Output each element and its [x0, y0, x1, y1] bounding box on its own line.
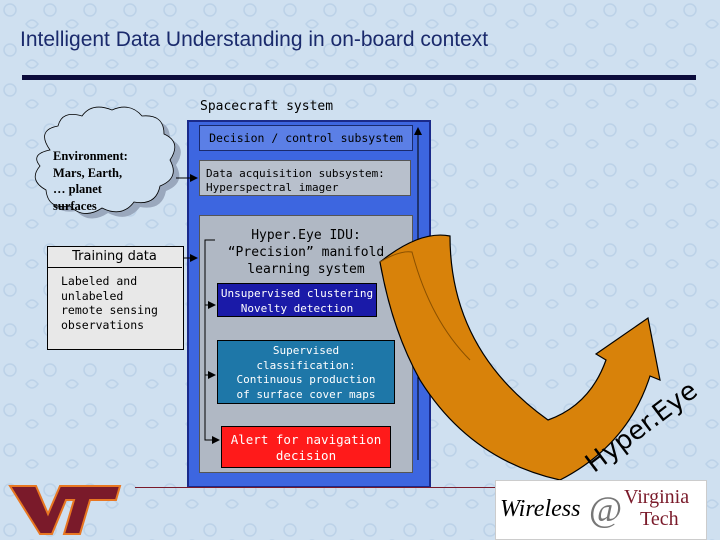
training-data-box [47, 246, 184, 350]
footer-rule [135, 487, 500, 488]
training-data-body: Labeled and unlabeled remote sensing obs… [61, 274, 179, 332]
virginia-word: Virginia [624, 486, 690, 508]
environment-line: … planet [53, 182, 102, 196]
acquisition-line: Data acquisition subsystem: [206, 167, 385, 180]
unsupervised-clustering-box: Unsupervised clustering Novelty detectio… [217, 283, 377, 317]
alert-navigation-box: Alert for navigation decision [221, 426, 391, 468]
spacecraft-system-label: Spacecraft system [200, 99, 334, 114]
alert-line: decision [275, 448, 337, 463]
vt-logo: VT [8, 485, 122, 535]
supervised-classification-box: Supervised classification: Continuous pr… [217, 340, 395, 404]
training-line: Labeled and [61, 274, 138, 288]
environment-line: surfaces [53, 198, 97, 213]
hypereye-curved-arrow [379, 234, 661, 481]
decision-control-subsystem-box: Decision / control subsystem [199, 125, 413, 151]
acquisition-line: Hyperspectral imager [206, 181, 339, 194]
wireless-word: Wireless [500, 496, 581, 522]
idu-line: “Precision” manifold [227, 245, 385, 260]
wireless-virginia-tech-logo [495, 480, 707, 540]
data-acquisition-subsystem-box: Data acquisition subsystem: Hyperspectra… [199, 160, 411, 196]
idu-line: learning system [247, 262, 365, 277]
environment-cloud [34, 106, 181, 219]
tech-word: Tech [640, 508, 679, 530]
environment-line: Mars, Earth, [53, 165, 123, 180]
title-rule [22, 75, 696, 80]
classification-line: Continuous production [236, 373, 376, 386]
clustering-line: Novelty detection [240, 302, 354, 315]
clustering-line: Unsupervised clustering [220, 287, 374, 300]
alert-line: Alert for navigation [230, 432, 382, 447]
training-line: observations [61, 317, 145, 332]
environment-label: Environment: Mars, Earth, … planet surfa… [53, 148, 163, 214]
classification-line: classification: [256, 358, 356, 372]
environment-line: Environment: [53, 149, 128, 163]
slide-title: Intelligent Data Understanding in on-boa… [20, 28, 489, 51]
classification-line: of surface cover maps [236, 387, 376, 401]
idu-branch-connector [204, 239, 220, 444]
idu-line: Hyper.Eye IDU: [251, 228, 361, 243]
hypereye-idu-title: Hyper.Eye IDU: “Precision” manifold lear… [208, 227, 404, 278]
at-symbol: @ [589, 489, 623, 529]
training-data-header: Training data [47, 246, 182, 268]
training-line: remote sensing [61, 303, 158, 317]
classification-line: Supervised [272, 344, 340, 357]
training-line: unlabeled [61, 288, 124, 303]
